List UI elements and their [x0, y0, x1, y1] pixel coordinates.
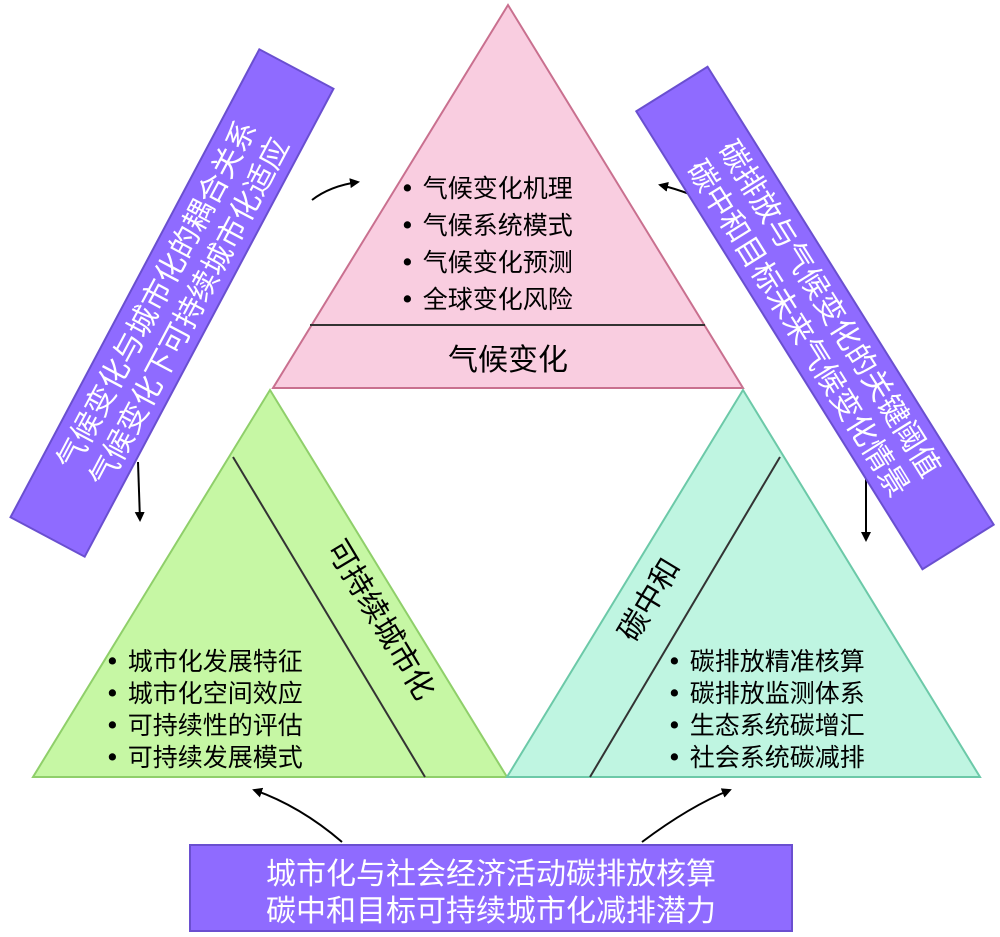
climate-item-1: • 气候变化机理 [400, 174, 573, 203]
left-down-arrow [134, 461, 145, 522]
left-up-arrow [311, 178, 360, 201]
carbon-triangle: • 碳排放精准核算 • 碳排放监测体系 • 生态系统碳增汇 • 社会系统碳减排 … [505, 388, 982, 778]
climate-item-4: • 全球变化风险 [400, 285, 573, 314]
left-band-box [9, 47, 335, 559]
bottom-band-line1: 城市化与社会经济活动碳排放核算 [266, 857, 716, 892]
urban-divider [232, 456, 426, 778]
bottom-band-box [189, 844, 793, 932]
urban-item-2: • 城市化空间效应 [105, 679, 303, 708]
bottom-link-band: 城市化与社会经济活动碳排放核算 碳中和目标可持续城市化减排潜力 [189, 844, 793, 932]
carbon-item-2: • 碳排放监测体系 [667, 679, 865, 708]
right-band-box [634, 65, 996, 571]
carbon-item-4: • 社会系统碳减排 [667, 743, 865, 772]
climate-item-2: • 气候系统模式 [400, 211, 573, 240]
carbon-item-3: • 生态系统碳增汇 [667, 711, 865, 740]
climate-triangle: • 气候变化机理 • 气候系统模式 • 气候变化预测 • 全球变化风险 气候变化 [271, 3, 745, 389]
bottom-left-arrow [252, 787, 343, 843]
carbon-divider [589, 456, 781, 778]
carbon-item-1: • 碳排放精准核算 [667, 647, 865, 676]
urban-item-1: • 城市化发展特征 [105, 647, 303, 676]
urban-item-4: • 可持续发展模式 [105, 743, 303, 772]
urban-triangle: • 城市化发展特征 • 城市化空间效应 • 可持续性的评估 • 可持续发展模式 … [31, 388, 509, 778]
urban-item-3: • 可持续性的评估 [105, 711, 303, 740]
bottom-right-arrow [641, 788, 732, 843]
climate-title: 气候变化 [448, 343, 568, 378]
climate-item-3: • 气候变化预测 [400, 248, 573, 277]
bottom-band-line2: 碳中和目标可持续城市化减排潜力 [266, 894, 716, 929]
